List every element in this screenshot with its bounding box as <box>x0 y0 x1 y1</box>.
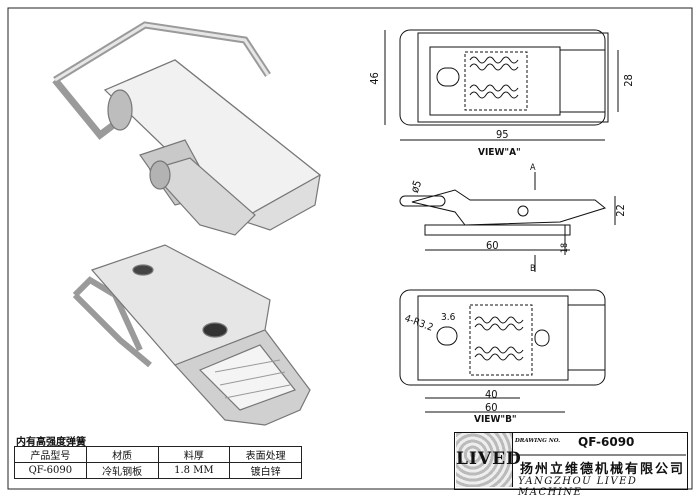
company-name-cn: 扬州立维德机械有限公司 <box>520 462 686 477</box>
spec-header-cell: 产品型号 <box>14 446 87 463</box>
latch-render-closed <box>52 21 322 236</box>
latch-render-underside <box>72 244 311 426</box>
dim-46: 46 <box>367 72 381 85</box>
dim-22: 22 <box>613 204 627 217</box>
drawing-no-label: DRAWING NO. <box>515 438 561 444</box>
dim-3-6: 3.6 <box>441 312 456 323</box>
arrow-b-label: B <box>530 264 536 274</box>
spec-header-cell: 材质 <box>85 446 159 463</box>
spec-header-cell: 表面处理 <box>229 446 302 463</box>
dim-18: 18 <box>560 242 571 254</box>
spec-table-row: QF-6090 冷轧钢板 1.8 MM 镀白锌 <box>14 462 302 479</box>
spec-cell: 镀白锌 <box>229 462 302 479</box>
company-name-en: YANGZHOU LIVED MACHINE <box>518 476 638 498</box>
view-a <box>384 29 619 141</box>
spec-table-header-row: 产品型号 材质 料厚 表面处理 <box>14 446 302 463</box>
dim-95: 95 <box>496 128 509 141</box>
spec-table: 产品型号 材质 料厚 表面处理 QF-6090 冷轧钢板 1.8 MM 镀白锌 <box>14 446 302 479</box>
title-block <box>454 432 688 490</box>
company-logo: LIVED <box>456 433 522 487</box>
spec-header-cell: 料厚 <box>157 446 231 463</box>
spec-cell: 冷轧钢板 <box>85 462 159 479</box>
dim-40: 40 <box>485 388 498 401</box>
dim-60-bottom: 60 <box>485 401 498 414</box>
sheet-border <box>7 7 693 490</box>
side-view <box>399 172 616 272</box>
drawing-number: QF-6090 <box>578 435 635 449</box>
spec-cell: QF-6090 <box>14 462 87 479</box>
dim-28: 28 <box>621 74 635 87</box>
arrow-a-label: A <box>530 163 536 173</box>
view-b-label: VIEW"B" <box>474 414 517 425</box>
spec-table-title: 内有高强度弹簧 <box>16 437 86 448</box>
view-a-label: VIEW"A" <box>478 147 521 158</box>
dim-60-side: 60 <box>486 239 499 252</box>
spec-cell: 1.8 MM <box>157 462 231 479</box>
logo-text: LIVED <box>456 449 522 469</box>
view-b <box>399 289 606 413</box>
